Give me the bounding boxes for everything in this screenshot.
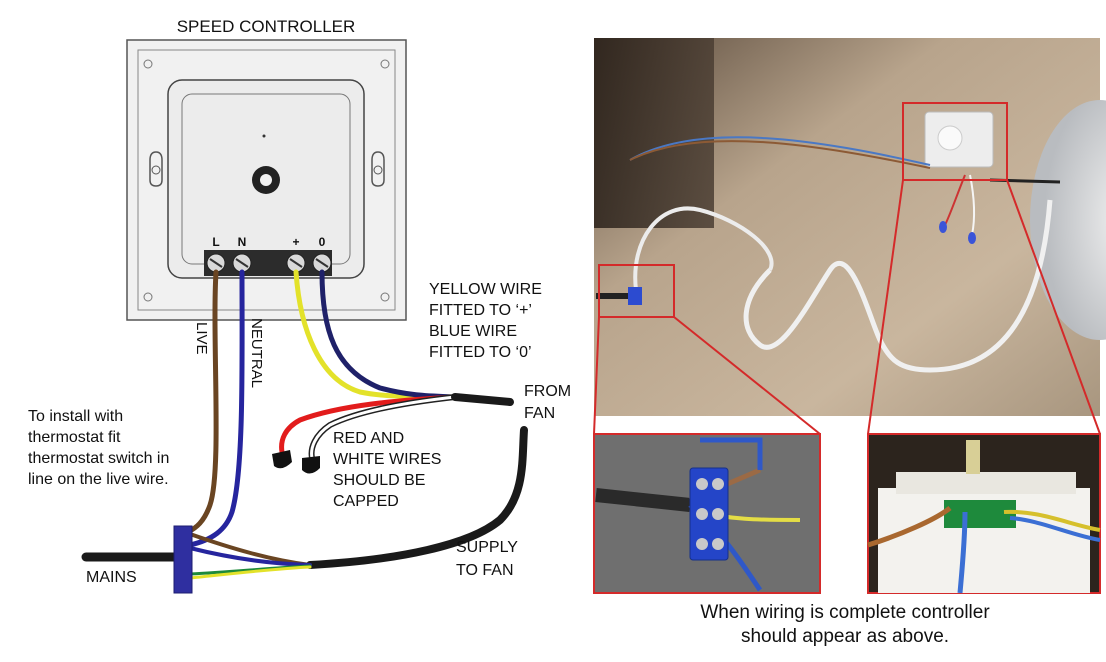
thermostat-line-1: To install with xyxy=(28,408,124,425)
keyhole-slot-right xyxy=(371,151,385,187)
red-white-instructions: RED AND WHITE WIRES SHOULD BE CAPPED xyxy=(333,428,441,512)
white-wire-cap xyxy=(302,456,320,474)
red-white-line-1: RED AND xyxy=(333,430,405,447)
yellow-blue-line-2: FITTED TO ‘+’ xyxy=(429,302,532,319)
yellow-blue-instructions: YELLOW WIRE FITTED TO ‘+’ BLUE WIRE FITT… xyxy=(429,279,542,363)
connector-closeup-photo xyxy=(593,433,821,594)
terminal-label-plus: + xyxy=(292,235,299,249)
neutral-wire xyxy=(187,269,245,548)
supply-to-fan-cable xyxy=(306,426,528,569)
thermostat-line-2: thermostat fit xyxy=(28,429,121,446)
thermostat-line-4: line on the live wire. xyxy=(28,471,169,488)
photo-highlights xyxy=(593,102,1101,435)
speed-controller-unit: SPEED CONTROLLER L N + 0 xyxy=(126,17,407,321)
installation-photo xyxy=(594,38,1106,416)
supply-line-1: SUPPLY xyxy=(456,539,518,556)
wires xyxy=(81,269,528,580)
from-fan-cable xyxy=(451,393,514,406)
fan-housing xyxy=(1030,100,1106,340)
controller-title: SPEED CONTROLLER xyxy=(177,17,356,36)
caption-line-2: should appear as above. xyxy=(740,626,950,647)
connector-block xyxy=(173,525,193,594)
supply-line-2: TO FAN xyxy=(456,562,514,579)
terminal-label-n: N xyxy=(238,235,247,249)
photo-caption: When wiring is complete controller shoul… xyxy=(592,601,1098,649)
caption-line-1: When wiring is complete controller xyxy=(700,602,990,623)
thermostat-note: To install with thermostat fit thermosta… xyxy=(28,406,169,490)
yellow-blue-line-4: FITTED TO ‘0’ xyxy=(429,344,532,361)
mains-label: MAINS xyxy=(86,569,137,586)
controller-closeup-photo xyxy=(867,433,1101,594)
red-white-line-3: SHOULD BE xyxy=(333,472,426,489)
from-fan-line-1: FROM xyxy=(524,383,571,400)
terminal-label-zero: 0 xyxy=(319,235,326,249)
red-white-line-4: CAPPED xyxy=(333,493,399,510)
red-white-line-2: WHITE WIRES xyxy=(333,451,442,468)
keyhole-slot-left xyxy=(149,151,163,187)
red-wire-cap xyxy=(272,450,292,469)
terminal-screws xyxy=(206,253,332,273)
live-label: LIVE xyxy=(193,322,210,355)
yellow-blue-line-1: YELLOW WIRE xyxy=(429,281,542,298)
blue-wire xyxy=(319,269,458,400)
live-wire xyxy=(185,269,219,535)
from-fan-line-2: FAN xyxy=(524,405,555,422)
yellow-blue-line-3: BLUE WIRE xyxy=(429,323,518,340)
terminal-label-l: L xyxy=(212,235,219,249)
thermostat-line-3: thermostat switch in xyxy=(28,450,170,467)
neutral-label: NEUTRAL xyxy=(248,318,265,388)
